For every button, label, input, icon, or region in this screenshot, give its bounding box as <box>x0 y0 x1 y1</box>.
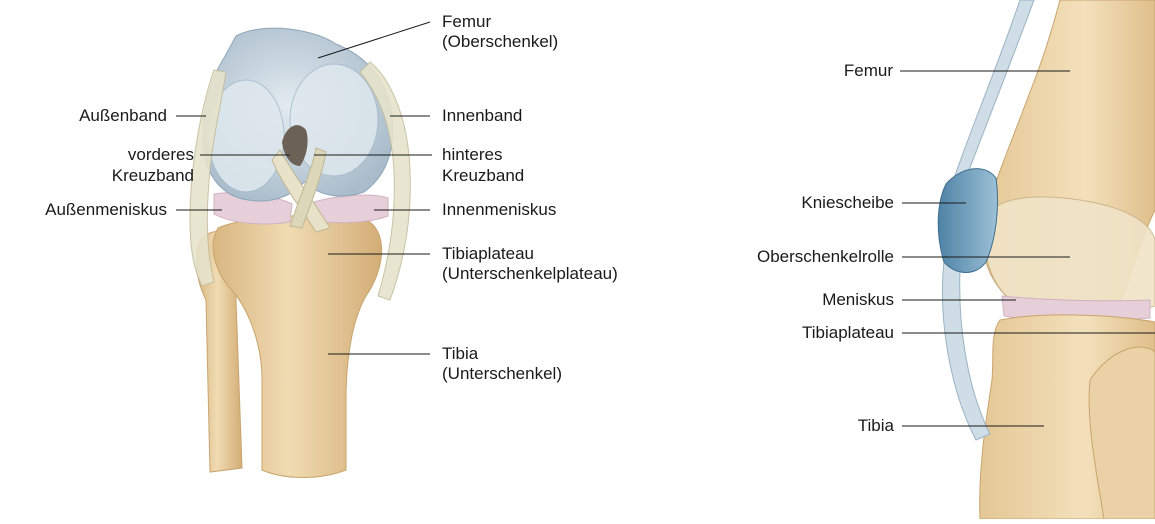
label-side-femur: Femur <box>844 61 893 81</box>
label-tibiaplateau: Tibiaplateau <box>442 244 534 264</box>
label-hinteres-kreuzband-2: Kreuzband <box>442 166 524 186</box>
label-aussenband: Außenband <box>79 106 167 126</box>
label-hinteres-kreuzband-1: hinteres <box>442 145 502 165</box>
leader-femur <box>318 22 430 58</box>
label-tibia-sub: (Unterschenkel) <box>442 364 562 384</box>
side-view <box>938 0 1155 519</box>
label-aussenmeniskus: Außenmeniskus <box>45 200 167 220</box>
label-femur: Femur <box>442 12 491 32</box>
label-tibiaplateau-sub: (Unterschenkelplateau) <box>442 264 618 284</box>
label-side-meniskus: Meniskus <box>822 290 894 310</box>
label-vorderes-kreuzband-1: vorderes <box>128 145 194 165</box>
front-view <box>190 28 410 477</box>
label-tibia: Tibia <box>442 344 478 364</box>
label-vorderes-kreuzband-2: Kreuzband <box>112 166 194 186</box>
label-side-tibiaplateau: Tibiaplateau <box>802 323 894 343</box>
label-femur-sub: (Oberschenkel) <box>442 32 558 52</box>
label-innenmeniskus: Innenmeniskus <box>442 200 556 220</box>
label-innenband: Innenband <box>442 106 522 126</box>
label-side-tibia: Tibia <box>858 416 894 436</box>
label-side-kniescheibe: Kniescheibe <box>801 193 894 213</box>
patellar-ligament <box>942 260 990 440</box>
label-side-oberschenkelrolle: Oberschenkelrolle <box>757 247 894 267</box>
